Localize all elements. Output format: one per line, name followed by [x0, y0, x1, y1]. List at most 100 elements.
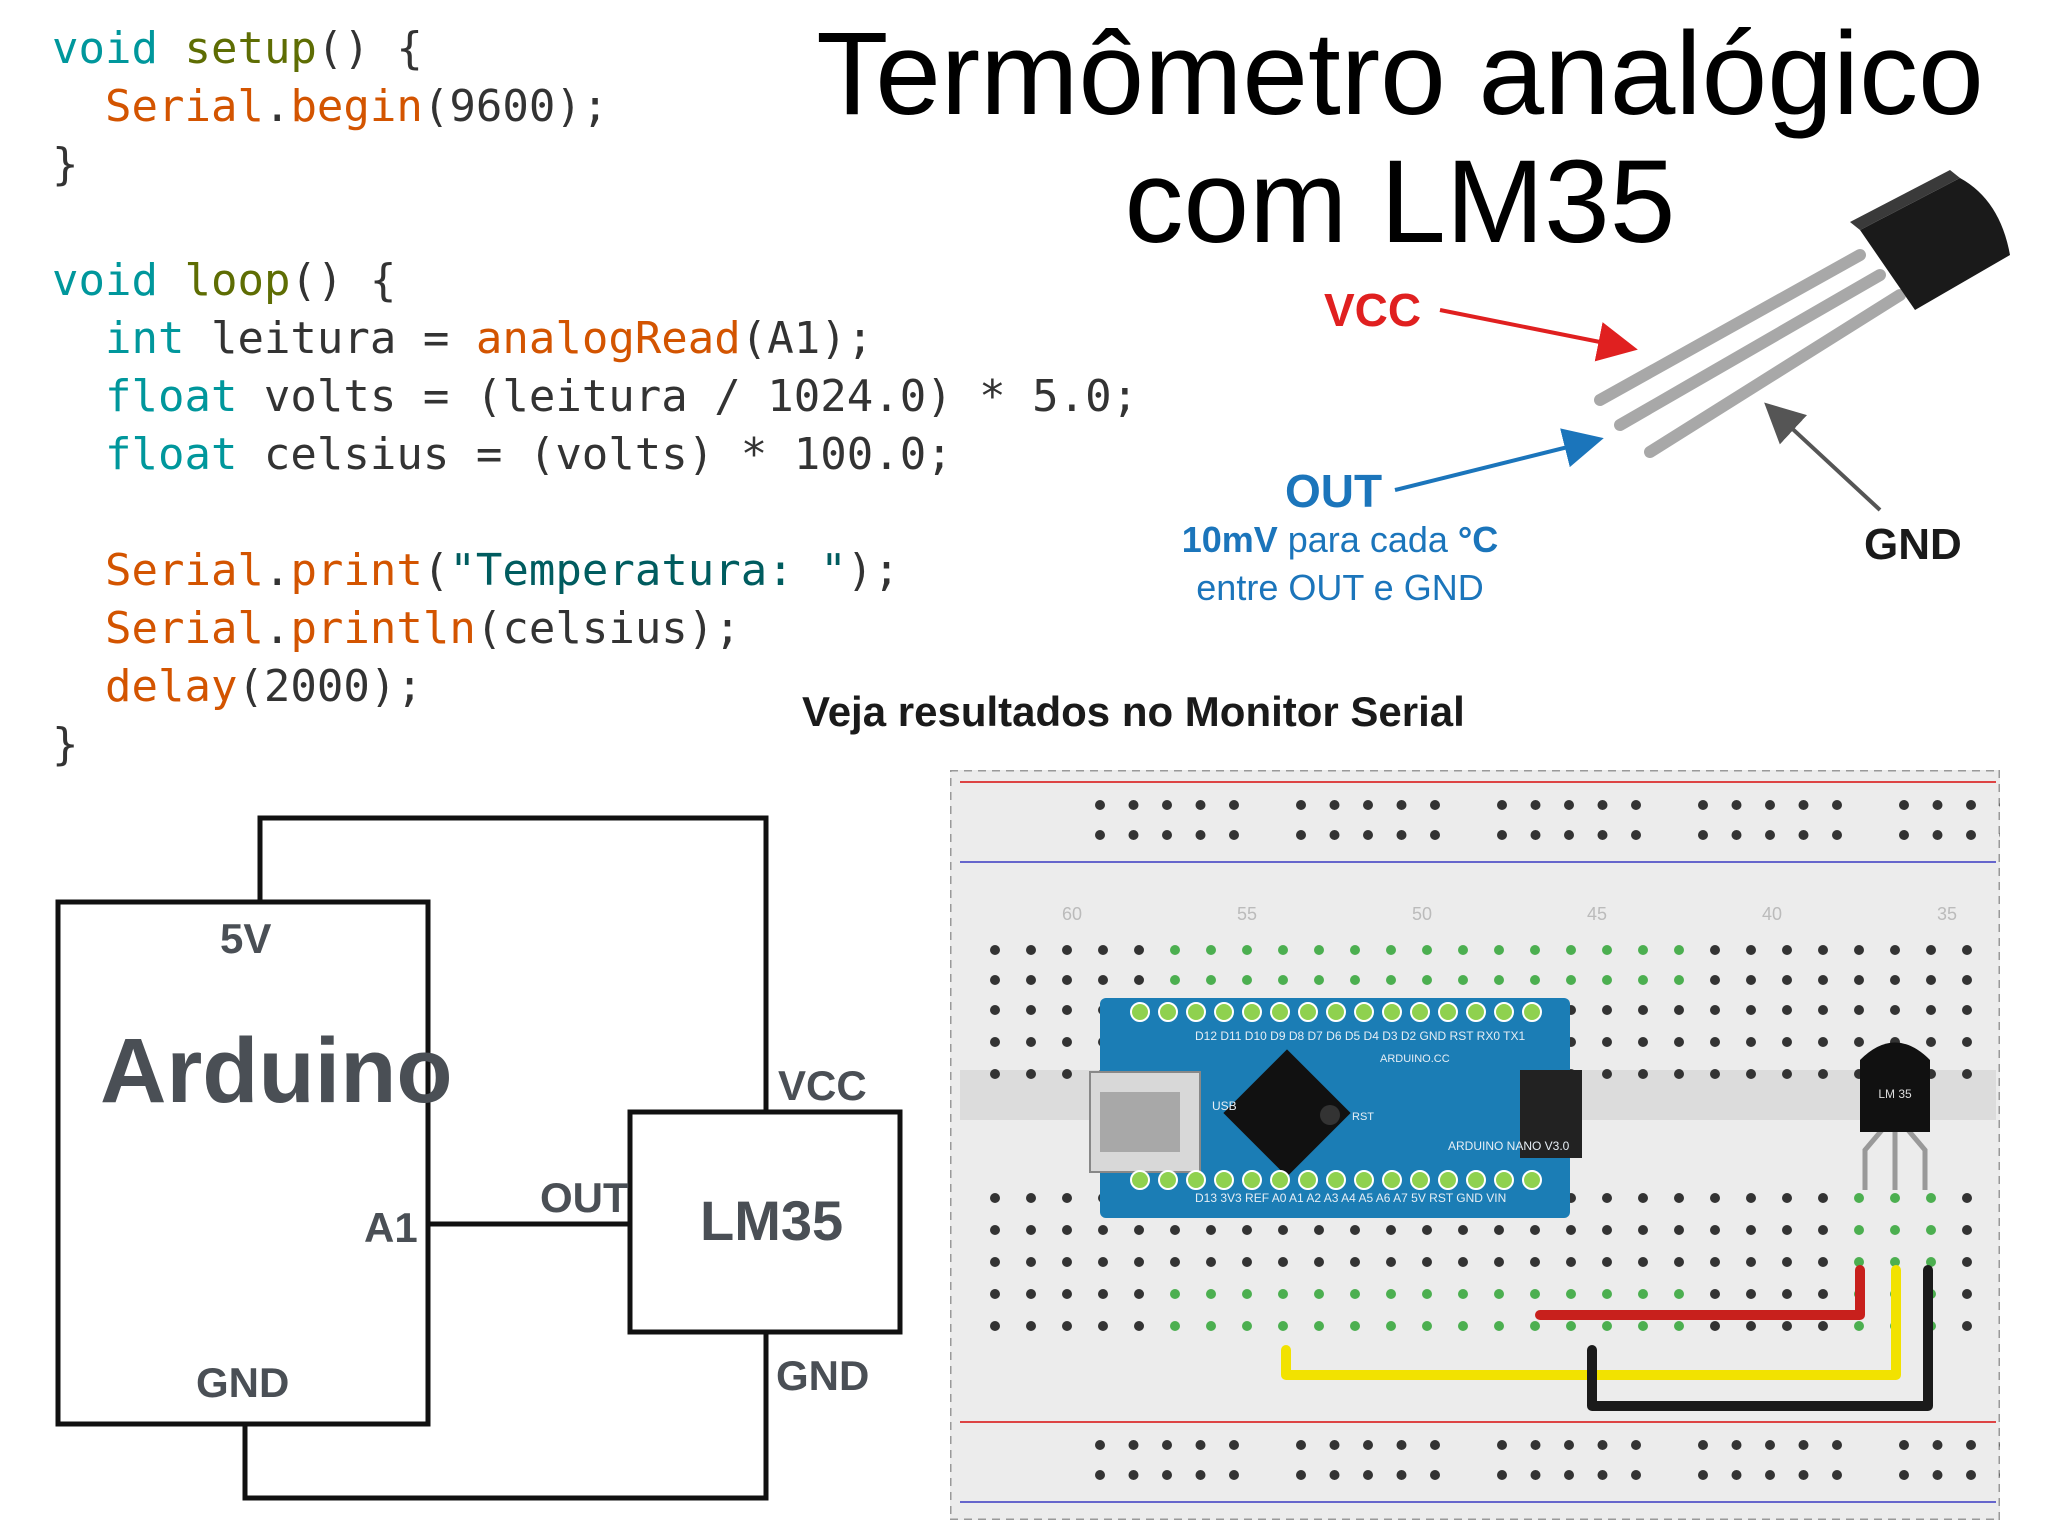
- arduino-nano: D12 D11 D10 D9 D8 D7 D6 D5 D4 D3 D2 GND …: [1089, 998, 1582, 1218]
- breadboard-hole: [1854, 945, 1864, 955]
- breadboard-hole: [1597, 830, 1608, 840]
- breadboard-hole: [1062, 975, 1072, 985]
- breadboard-hole: [1564, 1470, 1574, 1480]
- usb-port: [1100, 1092, 1180, 1152]
- breadboard-hole: [1363, 830, 1373, 840]
- breadboard-hole: [1026, 1257, 1036, 1267]
- breadboard-hole: [1095, 830, 1105, 840]
- breadboard-hole: [1566, 975, 1576, 985]
- breadboard-hole: [990, 945, 1000, 955]
- breadboard-hole: [1602, 945, 1612, 955]
- breadboard-hole: [1899, 1470, 1909, 1480]
- lm35-label: LM35: [700, 1189, 843, 1252]
- breadboard-hole: [1396, 1440, 1407, 1450]
- breadboard-hole: [1674, 1321, 1684, 1331]
- nano-pin: [1270, 1170, 1290, 1190]
- breadboard-hole: [1782, 1321, 1792, 1331]
- nano-pin: [1466, 1170, 1486, 1190]
- breadboard-hole: [1458, 1257, 1468, 1267]
- breadboard-hole: [1314, 1225, 1324, 1235]
- breadboard-hole: [1229, 1470, 1239, 1480]
- breadboard-hole: [1854, 1193, 1864, 1203]
- breadboard-hole: [1818, 1005, 1828, 1015]
- wire-black: [1587, 1265, 1933, 1411]
- breadboard-hole: [1062, 1037, 1072, 1047]
- breadboard-hole: [1674, 1257, 1684, 1267]
- breadboard-hole: [1818, 1321, 1828, 1331]
- breadboard-hole: [1966, 800, 1976, 810]
- breadboard-hole: [1062, 1289, 1072, 1299]
- breadboard-hole: [1674, 1005, 1684, 1015]
- breadboard-hole: [1422, 1257, 1432, 1267]
- breadboard-hole: [1095, 1440, 1105, 1450]
- breadboard-hole: [1966, 1440, 1976, 1450]
- breadboard-hole: [1566, 1321, 1576, 1331]
- breadboard-hole: [1229, 800, 1239, 810]
- breadboard-hole: [1710, 1193, 1720, 1203]
- breadboard-hole: [1818, 945, 1828, 955]
- breadboard-hole: [1026, 1321, 1036, 1331]
- reset-button: [1320, 1105, 1340, 1125]
- lm35-sensor-illustration: [1594, 170, 2010, 458]
- breadboard-hole: [1890, 1257, 1900, 1267]
- breadboard-hole: [1430, 800, 1440, 810]
- breadboard-hole: [1314, 975, 1324, 985]
- breadboard-hole: [1296, 800, 1306, 810]
- breadboard-hole: [1597, 1470, 1608, 1480]
- breadboard-hole: [1162, 800, 1172, 810]
- nano-brand: ARDUINO.CC: [1380, 1053, 1450, 1065]
- code-line: void setup() {: [52, 23, 423, 74]
- breadboard-hole: [1134, 1225, 1144, 1235]
- breadboard-hole: [1926, 1005, 1936, 1015]
- breadboard-hole: [1162, 1470, 1172, 1480]
- breadboard-hole: [1746, 1037, 1756, 1047]
- vcc-label: VCC: [1324, 284, 1422, 336]
- breadboard-hole: [990, 1037, 1000, 1047]
- code-line: int leitura = analogRead(A1);: [104, 313, 874, 364]
- breadboard-hole: [1962, 1193, 1972, 1203]
- breadboard-hole: [1422, 1225, 1432, 1235]
- breadboard-hole: [1731, 1470, 1742, 1480]
- breadboard-hole: [1386, 975, 1396, 985]
- breadboard-hole: [1422, 975, 1432, 985]
- breadboard-hole: [1162, 830, 1172, 840]
- nano-pin: [1130, 1170, 1150, 1190]
- breadboard-hole: [1746, 975, 1756, 985]
- breadboard-hole: [1134, 975, 1144, 985]
- breadboard-hole: [1854, 1005, 1864, 1015]
- nano-model: ARDUINO NANO V3.0: [1448, 1139, 1570, 1153]
- nano-pin: [1270, 1002, 1290, 1022]
- breadboard-hole: [1314, 1321, 1324, 1331]
- breadboard-hole: [1497, 830, 1507, 840]
- breadboard-hole: [1674, 975, 1684, 985]
- breadboard-hole: [1899, 800, 1909, 810]
- breadboard-hole: [1782, 1069, 1792, 1079]
- breadboard-hole: [1926, 945, 1936, 955]
- breadboard-hole: [1782, 1225, 1792, 1235]
- breadboard-hole: [1458, 1289, 1468, 1299]
- breadboard-hole: [1566, 945, 1576, 955]
- breadboard-hole: [990, 1321, 1000, 1331]
- breadboard-hole: [1602, 1289, 1612, 1299]
- breadboard-hole: [1363, 800, 1373, 810]
- gnd-label: GND: [1864, 520, 1962, 569]
- breadboard-hole: [1530, 1289, 1540, 1299]
- breadboard-hole: [1746, 1289, 1756, 1299]
- breadboard-hole: [1962, 1289, 1972, 1299]
- breadboard-hole: [1854, 1225, 1864, 1235]
- breadboard-hole: [1458, 975, 1468, 985]
- breadboard-hole: [1631, 830, 1641, 840]
- breadboard-hole: [1966, 1470, 1976, 1480]
- lm35-text: LM 35: [1878, 1087, 1912, 1101]
- breadboard-hole: [1098, 945, 1108, 955]
- column-label: 55: [1237, 904, 1257, 924]
- breadboard-hole: [1530, 1440, 1541, 1450]
- breadboard-hole: [1932, 1470, 1943, 1480]
- breadboard-hole: [1422, 945, 1432, 955]
- breadboard-hole: [1765, 800, 1775, 810]
- nano-pin: [1326, 1170, 1346, 1190]
- breadboard-hole: [1350, 975, 1360, 985]
- code-line: }: [52, 139, 79, 190]
- lm35-on-board: LM 35: [1860, 1042, 1930, 1190]
- breadboard-hole: [1095, 1470, 1105, 1480]
